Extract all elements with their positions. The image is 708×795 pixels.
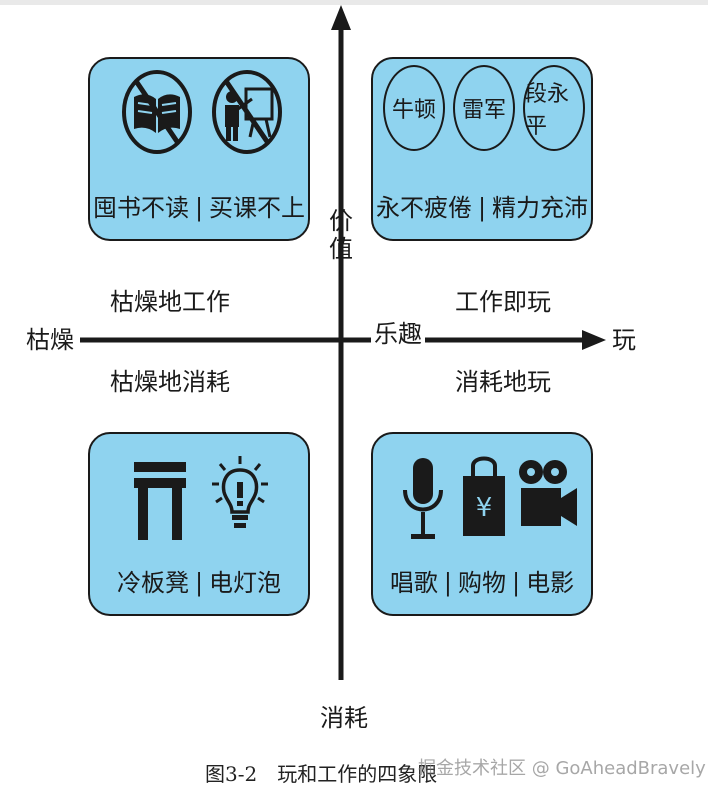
quadrant-bottom-right-caption: 唱歌|购物|电影 [389, 569, 575, 597]
figure-title: 玩和工作的四象限 [277, 762, 438, 786]
quadrant-bottom-left: 冷板凳|电灯泡 [88, 432, 310, 616]
caption-item: 买课不上 [209, 194, 306, 222]
figure-number: 图3-2 [205, 762, 258, 786]
quadrant-bottom-left-caption: 冷板凳|电灯泡 [116, 569, 282, 597]
name-circle: 牛顿 [383, 65, 445, 151]
caption-item: 购物 [458, 569, 506, 597]
y-axis-top-char-2: 值 [329, 234, 353, 263]
quadrant-top-left-caption: 囤书不读|买课不上 [92, 194, 306, 222]
no-book-icon [122, 70, 192, 154]
quadrant-top-left: 囤书不读|买课不上 [88, 57, 310, 241]
horizontal-axis-arrowhead [582, 330, 606, 350]
lightbulb-icon [212, 456, 268, 528]
quadrant-top-right: 牛顿 雷军 段永平 永不疲倦|精力充沛 [371, 57, 593, 241]
svg-text:¥: ¥ [476, 493, 493, 523]
caption-item: 精力充沛 [492, 194, 589, 222]
quadrant-bottom-right: ¥ 唱歌|购物|电影 [371, 432, 593, 616]
microphone-icon [403, 458, 443, 539]
caption-item: 囤书不读 [92, 194, 189, 222]
y-axis-bottom-label: 消耗 [320, 704, 368, 732]
x-axis-center-label: 乐趣 [371, 322, 425, 346]
x-axis-right-label: 玩 [612, 326, 636, 354]
vertical-axis-arrowhead [331, 5, 351, 30]
y-axis-top-label: 价 值 [328, 207, 354, 263]
shopping-bag-icon: ¥ [463, 456, 505, 536]
quadrant-label-bottom-right: 消耗地玩 [455, 368, 551, 396]
quadrant-label-top-right: 工作即玩 [455, 288, 551, 316]
y-axis-top-char-1: 价 [329, 207, 353, 235]
caption-item: 电灯泡 [209, 569, 282, 597]
bench-icon [134, 462, 186, 540]
figure-caption: 图3-2 玩和工作的四象限 [205, 758, 437, 787]
quadrant-label-top-left: 枯燥地工作 [110, 288, 230, 316]
caption-item: 永不疲倦 [375, 194, 472, 222]
name-circle: 雷军 [453, 65, 515, 151]
movie-camera-icon [519, 460, 577, 526]
x-axis-left-label: 枯燥 [26, 326, 74, 354]
watermark: 掘金技术社区 @ GoAheadBravely [418, 758, 706, 779]
caption-item: 唱歌 [389, 569, 438, 597]
quadrant-top-right-caption: 永不疲倦|精力充沛 [375, 194, 589, 222]
caption-item: 冷板凳 [116, 569, 189, 597]
caption-item: 电影 [526, 569, 575, 597]
no-lecture-icon [212, 70, 282, 154]
quadrant-label-bottom-left: 枯燥地消耗 [110, 368, 230, 396]
name-circle: 段永平 [523, 65, 585, 151]
top-border [0, 0, 708, 5]
